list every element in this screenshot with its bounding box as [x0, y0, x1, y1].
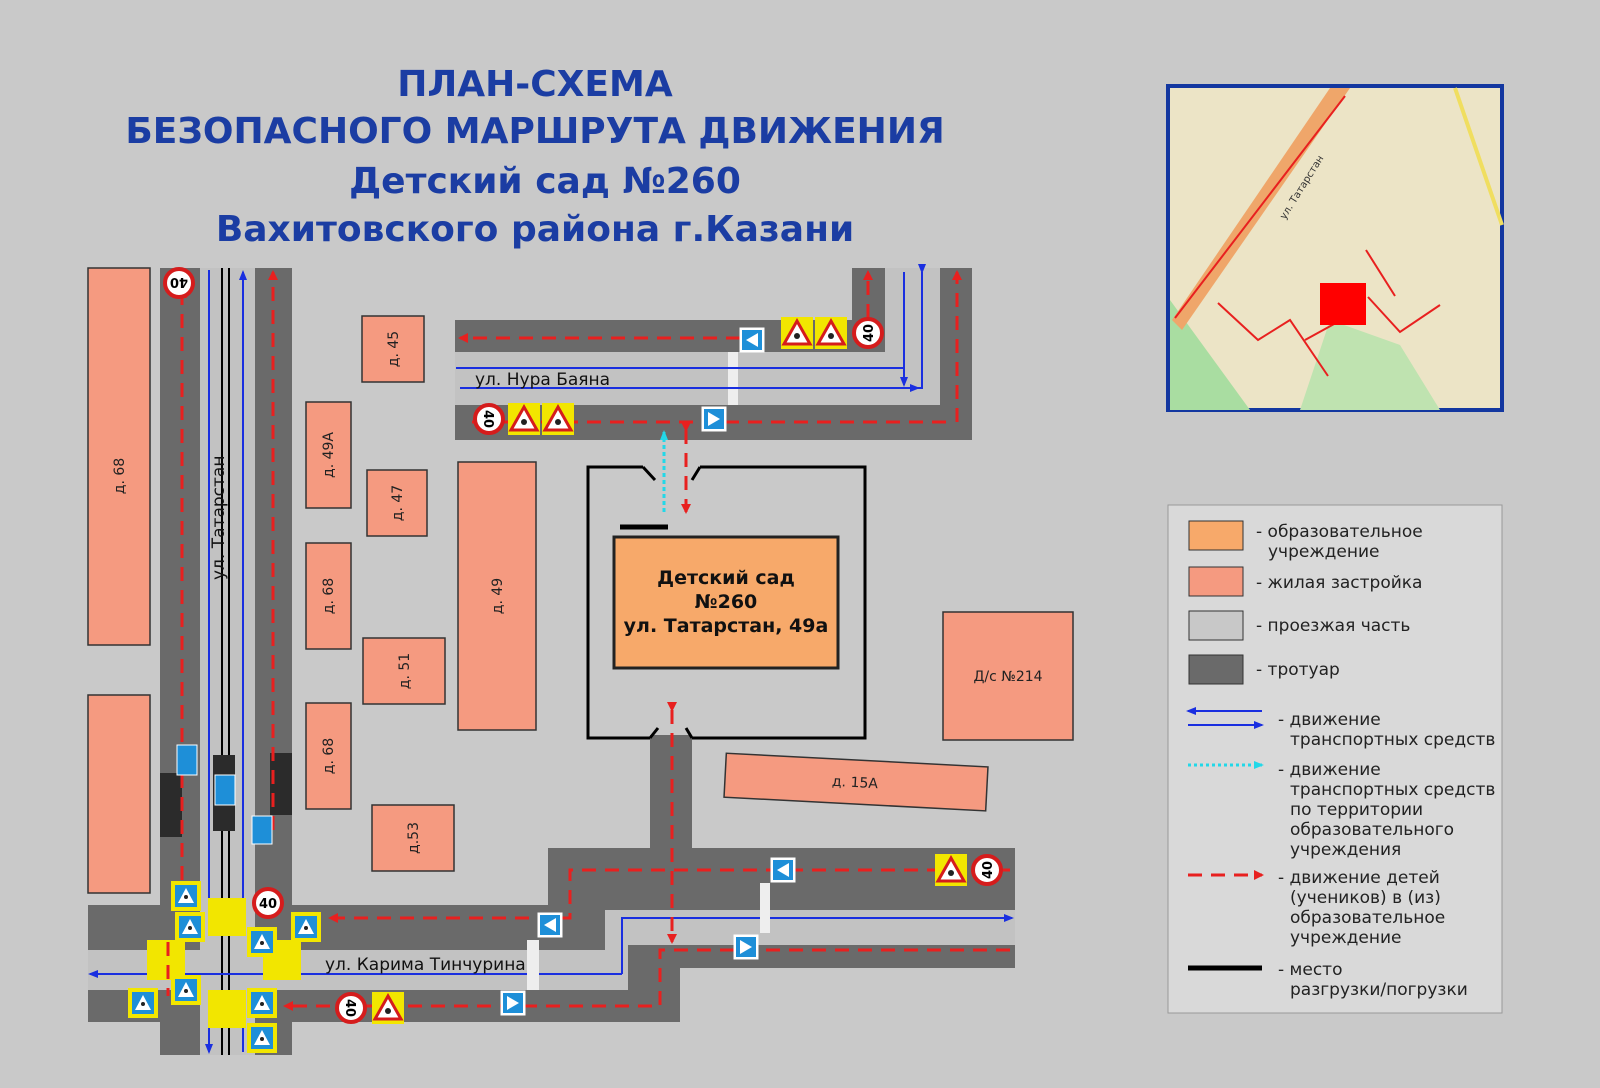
svg-text:- образовательное: - образовательное: [1256, 522, 1423, 542]
residential-buildings: д. 68 д. 45 д. 49А д. 47 д. 68 д. 51 д. …: [87, 267, 1074, 894]
svg-text:40: 40: [342, 999, 357, 1017]
title-line-2: БЕЗОПАСНОГО МАРШРУТА ДВИЖЕНИЯ: [125, 111, 944, 152]
kindergarten-number: №260: [695, 591, 758, 613]
house-label: д. 49: [490, 578, 506, 614]
street-nura-bayana: ул. Нура Баяна: [455, 264, 972, 440]
kindergarten-260: Детский сад №260 ул. Татарстан, 49а: [586, 465, 867, 740]
house-label: д.53: [406, 822, 422, 854]
children-sign: [933, 852, 969, 888]
svg-text:40: 40: [170, 274, 188, 289]
svg-text:учреждение: учреждение: [1268, 542, 1380, 562]
crossing-sign: [701, 406, 727, 432]
crossing-sign: [537, 912, 563, 938]
crossing-sign: [733, 934, 759, 960]
svg-text:образовательное: образовательное: [1290, 908, 1445, 928]
children-sign: [779, 315, 815, 351]
kindergarten-214-label: Д/с №214: [973, 669, 1042, 685]
street-label-nura-bayana: ул. Нура Баяна: [475, 370, 610, 390]
children-sign: [813, 315, 849, 351]
house-label: д. 68: [321, 738, 337, 774]
svg-text:40: 40: [259, 897, 277, 912]
svg-text:40: 40: [480, 410, 495, 428]
svg-text:учреждение: учреждение: [1290, 928, 1402, 948]
svg-text:образовательного: образовательного: [1290, 820, 1454, 840]
svg-text:по территории: по территории: [1290, 800, 1423, 820]
svg-text:- тротуар: - тротуар: [1256, 660, 1340, 680]
road-signs: 40 40 40 40 40 40: [128, 267, 1003, 1053]
speed-limit-sign: 40: [971, 854, 1003, 886]
svg-text:- движение: - движение: [1278, 760, 1381, 780]
svg-text:- проезжая часть: - проезжая часть: [1256, 616, 1410, 636]
svg-text:40: 40: [862, 324, 877, 342]
house-label: д. 15А: [832, 774, 879, 792]
title-line-3: Детский сад №260: [349, 161, 741, 202]
children-sign: [540, 401, 576, 437]
house-label: д. 49А: [321, 432, 337, 478]
crossing-sign: [739, 327, 765, 353]
speed-limit-sign: 40: [252, 887, 284, 919]
house-label: д. 51: [397, 653, 413, 689]
speed-limit-sign: 40: [852, 317, 884, 349]
house-label: д. 45: [386, 331, 402, 367]
svg-text:- движение детей: - движение детей: [1278, 868, 1440, 888]
crossing-sign: [500, 990, 526, 1016]
svg-text:транспортных средств: транспортных средств: [1290, 780, 1495, 800]
svg-text:(учеников) в (из): (учеников) в (из): [1290, 888, 1441, 908]
svg-text:разгрузки/погрузки: разгрузки/погрузки: [1290, 980, 1468, 1000]
title-line-1: ПЛАН-СХЕМА: [397, 64, 673, 105]
kindergarten-name: Детский сад: [657, 567, 795, 589]
bus-stop-sign: [176, 744, 273, 845]
svg-text:- движение: - движение: [1278, 710, 1381, 730]
svg-text:транспортных средств: транспортных средств: [1290, 730, 1495, 750]
house-label: д. 68: [321, 578, 337, 614]
street-label-tinchurina: ул. Карима Тинчурина: [325, 955, 526, 975]
speed-limit-sign: 40: [473, 403, 505, 435]
house-label: д. 47: [390, 485, 406, 521]
kindergarten-address: ул. Татарстан, 49а: [624, 615, 829, 637]
svg-text:40: 40: [981, 861, 996, 879]
children-sign: [370, 990, 406, 1026]
children-sign: [506, 401, 542, 437]
speed-limit-sign: 40: [335, 992, 367, 1024]
title-line-4: Вахитовского района г.Казани: [216, 209, 854, 250]
street-label-tatarstan: ул. Татарстан: [209, 456, 229, 580]
location-minimap: ул. Татарстан: [1166, 84, 1504, 412]
svg-text:- жилая застройка: - жилая застройка: [1256, 573, 1422, 593]
svg-text:учреждения: учреждения: [1290, 840, 1401, 860]
house-label: д. 68: [112, 458, 128, 494]
svg-text:- место: - место: [1278, 960, 1342, 980]
crossing-sign: [770, 857, 796, 883]
speed-limit-sign: 40: [163, 267, 195, 299]
